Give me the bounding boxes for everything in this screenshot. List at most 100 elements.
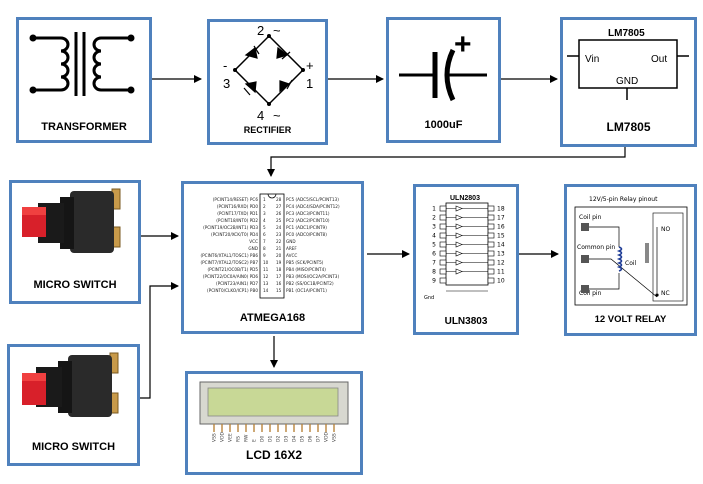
uln-left-pin [439,223,447,230]
lcd-pin-label: D6 [308,436,314,442]
bridge-rectifier-icon: 2 ~ - + 3 1 4 ~ [223,23,314,123]
mcu-right-pin-label: PB3 (MOSI/OC2A/PCINT3) [286,274,339,279]
relay-pinout-icon: 12V/5-pin Relay pinout Coil pin Common p… [574,196,688,306]
uln-left-pin [439,268,447,275]
mcu-right-pin-label: PB4 (MISO/PCINT4) [286,267,326,272]
uln-left-pin [439,250,447,257]
regulator-block: LM7805 Vin Out GND LM7805 [560,17,697,147]
uln-left-pin [439,214,447,221]
mcu-left-pin-label: (PCINT6/XTAL1/TOSC1) PB6 [200,253,258,258]
rectifier-pin-plus: + [306,58,314,73]
lcd-pin-label: E [252,439,258,442]
push-button-icon [22,188,121,253]
uln-right-pin-number: 17 [497,215,505,222]
uln-right-pin [487,214,495,221]
lcd-pin-label: D4 [292,436,298,442]
mcu-left-pin-label: (PCINT22/OC0A/AIN0) PD6 [203,274,259,279]
relay-coil: Coil [625,260,637,267]
rectifier-pin-4: 4 [257,108,264,123]
uln-gnd: Gnd [424,295,434,301]
mcu-right-pin-number: 19 [276,260,282,265]
lcd-pin-label: VSS [212,433,218,442]
mcu-left-pin-label: (PCINT21/OC0B/T1) PD5 [207,267,258,272]
capacitor-label: 1000uF [424,119,463,131]
rectifier-label: RECTIFIER [243,125,292,135]
uln-right-pin [487,259,495,266]
mcu-right-pin-number: 26 [276,211,282,216]
uln-left-pin [439,241,447,248]
mcu-left-pin-number: 9 [263,253,266,258]
capacitor-block: + 1000uF [386,17,501,143]
uln-left-pin [439,259,447,266]
mcu-right-pin-number: 27 [276,204,282,209]
rectifier-pin-3: 3 [223,76,230,91]
mcu-right-pin-label: AVCC [286,253,297,258]
arrow-switch2-mcu [140,282,179,399]
mcu-right-pin-label: PC3 (ADC3/PCINT11) [286,211,330,216]
uln-left-pin-number: 8 [432,269,436,276]
uln-left-pin [439,205,447,212]
mcu-right-pin-label: PC4 (ADC4/SDA/PCINT12) [286,204,340,209]
capacitor-icon: + [399,28,487,102]
regulator-out: Out [651,54,667,65]
transformer-icon [29,32,135,96]
rectifier-pin-ac-top: ~ [273,23,281,38]
mcu-left-pin-number: 2 [263,204,266,209]
mcu-left-pin-number: 14 [263,288,269,293]
mcu-right-pin-number: 23 [276,232,282,237]
mcu-left-pin-number: 7 [263,239,266,244]
mcu-right-pin-number: 18 [276,267,282,272]
mcu-right-pin-label: PC0 (ADC0/PCINT8) [286,232,327,237]
regulator-vin: Vin [585,54,599,65]
lcd-pin-label: RW [244,434,250,442]
mcu-right-pin-label: PB5 (SCK/PCINT5) [286,260,324,265]
mcu-right-pin-label: PC2 (ADC2/PCINT10) [286,218,330,223]
uln-right-pin-number: 12 [497,260,505,267]
mcu-left-pin-label: (PCINT0/CLKO/ICP1) PB0 [207,288,258,293]
uln-left-pin [439,232,447,239]
relay-nc: NC [661,290,670,297]
regulator-icon: LM7805 Vin Out GND [567,28,689,100]
lcd-pin-label: D2 [276,436,282,442]
relay-title: 12V/5-pin Relay pinout [589,196,658,203]
arrow-regulator-mcu [267,147,626,177]
mcu-right-pin-label: PC5 (ADC5/SCL/PCINT13) [286,197,339,202]
lcd-pin-label: VEE [228,433,234,442]
rectifier-pin-minus: - [223,58,227,73]
mcu-right-pin-label: PC1 (ADC1/PCINT9) [286,225,327,230]
uln-left-pin [439,277,447,284]
micro-switch-1-label: MICRO SWITCH [33,279,117,291]
uln-left-pin-number: 6 [432,251,436,258]
uln-left-pin-number: 1 [432,206,436,213]
uln-right-pin [487,232,495,239]
mcu-left-pin-label: (PCINT16/RXD) PD0 [217,204,258,209]
regulator-label: LM7805 [606,120,651,134]
regulator-gnd: GND [616,76,638,87]
lcd-pin-label: D1 [268,436,274,442]
lcd-pin-label: D0 [260,436,266,442]
relay-label: 12 VOLT RELAY [594,314,667,325]
uln-right-pin [487,205,495,212]
mcu-left-pin-label: (PCINT14/RESET) PC6 [213,197,259,202]
mcu-left-pin-label: VCC [249,239,258,244]
lcd-pin-label: VDD [324,431,330,442]
mcu-right-pin-number: 15 [276,288,282,293]
uln-right-pin-number: 18 [497,206,505,213]
rectifier-pin-ac-bottom: ~ [273,108,281,123]
capacitor-plus-sign: + [454,28,472,61]
mcu-left-pin-number: 4 [263,218,266,223]
lcd-pin-label: D3 [284,436,290,442]
relay-coil-pin-top: Coil pin [579,214,602,221]
mcu-left-pin-number: 12 [263,274,269,279]
mcu-left-pin-label: GND [248,246,258,251]
micro-switch-2-block: MICRO SWITCH [7,344,140,466]
uln-left-pin-number: 9 [432,278,436,285]
mcu-right-pin-number: 21 [276,246,282,251]
mcu-right-pin-number: 25 [276,218,282,223]
mcu-right-pin-number: 22 [276,239,282,244]
uln-left-pin-number: 5 [432,242,436,249]
